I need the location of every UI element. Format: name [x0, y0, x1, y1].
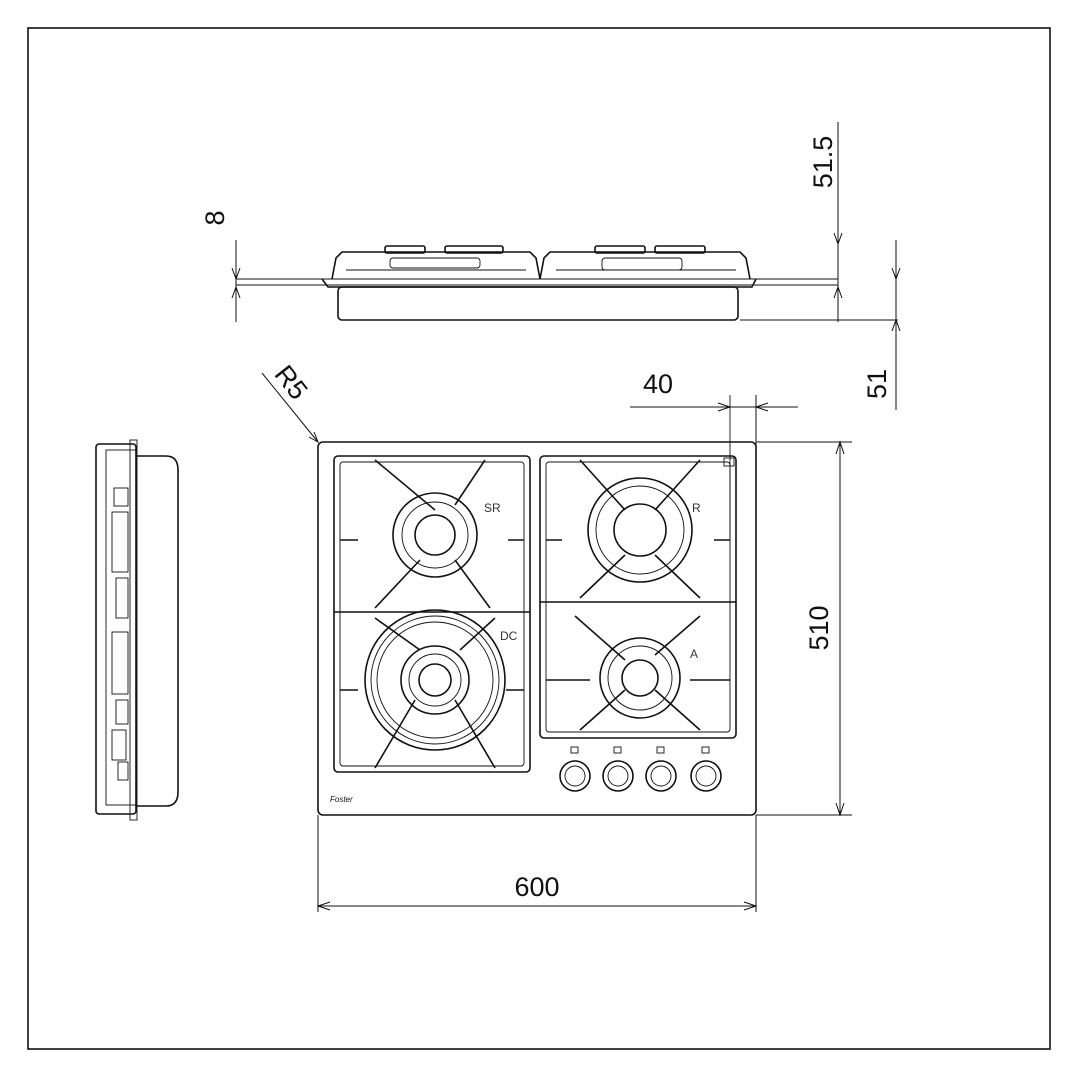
dimension-knob-offset: 40: [630, 369, 798, 540]
burner-label-a: A: [690, 647, 698, 661]
corner-radius-label: R5: [269, 360, 314, 406]
burner-auxiliary: [599, 637, 681, 719]
control-knob: [690, 746, 722, 792]
glass-top-outline: [317, 441, 757, 816]
brand-logo: Foster: [330, 795, 353, 804]
dimension-width: 600: [316, 815, 758, 912]
dimension-depth: 510: [756, 440, 852, 817]
dimension-built-in-depth: 51: [862, 240, 901, 410]
pan-support-right: [539, 455, 737, 739]
control-knob: [602, 746, 634, 792]
burner-label-dc: DC: [500, 629, 518, 643]
burner-cap-side: [654, 245, 706, 254]
side-view-left: [95, 439, 179, 821]
dim-built-in-depth-label: 51: [862, 369, 892, 399]
side-elevation-view: [236, 245, 838, 321]
plan-view: R5 SR: [261, 360, 757, 816]
burner-rapid: [587, 477, 693, 583]
pan-support-left: [333, 455, 531, 773]
dimension-total-height: 51.5: [740, 122, 898, 322]
burner-cap-side: [444, 245, 504, 254]
burner-semi-rapid: [392, 492, 478, 578]
dim-total-height-label: 51.5: [808, 136, 838, 189]
burner-cap-side: [384, 245, 426, 254]
dim-depth-label: 510: [804, 605, 834, 650]
burner-cap-side: [594, 245, 646, 254]
burner-dual-crown: [364, 609, 506, 751]
control-knob: [645, 746, 677, 792]
burner-label-r: R: [692, 501, 701, 515]
dimension-top-plate: 8: [200, 210, 241, 322]
dim-width-label: 600: [514, 872, 559, 902]
pan-support-right-side: [539, 251, 751, 280]
burner-label-sr: SR: [484, 501, 501, 515]
drawing-frame: [27, 27, 1051, 1050]
control-knob: [559, 746, 591, 792]
dim-top-plate-label: 8: [200, 210, 230, 225]
dim-knob-offset-label: 40: [643, 369, 673, 399]
pan-support-left-side: [331, 251, 541, 280]
hob-body-side: [337, 286, 739, 321]
